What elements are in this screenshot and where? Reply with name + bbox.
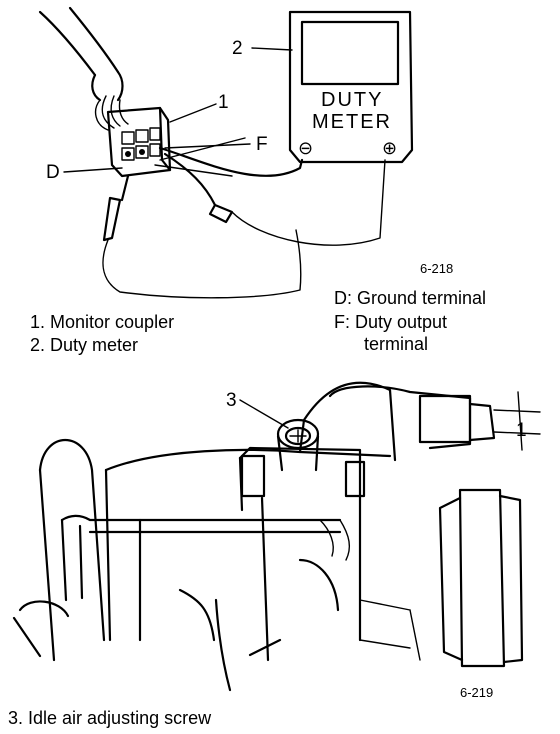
plus-terminal-icon: ⊕ — [382, 138, 397, 158]
callout-d: D — [46, 162, 60, 183]
legend-item-2: 2. Duty meter — [30, 335, 138, 355]
meter-leads — [102, 137, 386, 299]
callout-f-leader — [164, 143, 251, 149]
bottom-figure: 3 1 6-219 3. Idle air adjusting screw — [8, 381, 541, 728]
top-figure: DUTY METER ⊖ ⊕ 2 1 D F 6-218 1. Monitor … — [30, 6, 486, 355]
callout-3: 3 — [226, 390, 237, 411]
callout-2: 2 — [232, 38, 243, 59]
pulley — [438, 488, 524, 668]
callout-f: F — [256, 134, 268, 155]
idle-air-adjusting-screw — [276, 418, 320, 472]
figure-number-top: 6-218 — [420, 261, 453, 276]
figure-number-bottom: 6-219 — [460, 685, 493, 700]
legend-item-f-cont: terminal — [364, 334, 428, 354]
legend-item-f: F: Duty output — [334, 312, 447, 332]
minus-terminal-icon: ⊖ — [298, 138, 313, 158]
duty-meter-label-line2: METER — [312, 111, 392, 133]
callout-2-leader — [251, 47, 293, 51]
duty-meter-label-line1: DUTY — [321, 89, 383, 111]
callout-1: 1 — [218, 92, 229, 113]
legend-item-d: D: Ground terminal — [334, 288, 486, 308]
monitor-coupler — [106, 106, 172, 178]
callout-1-leader — [169, 103, 217, 123]
callout-1-bottom: 1 — [516, 420, 527, 441]
legend-item-1: 1. Monitor coupler — [30, 312, 174, 332]
duty-meter: DUTY METER ⊖ ⊕ — [288, 10, 414, 164]
caption-item-3: 3. Idle air adjusting screw — [8, 708, 212, 728]
callout-3-leader — [239, 399, 289, 429]
callout-d-leader — [63, 167, 123, 173]
wire-harness — [38, 6, 120, 77]
